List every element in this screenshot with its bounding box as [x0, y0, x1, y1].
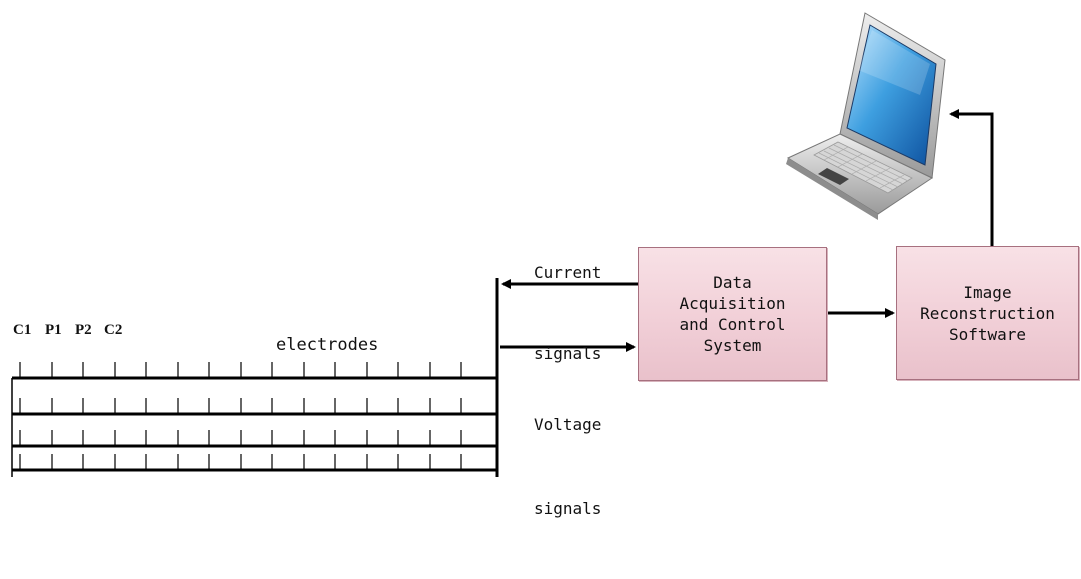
electrodes-label: electrodes: [276, 335, 379, 355]
daq-box-line-3: and Control: [679, 315, 786, 334]
reconstruction-box-line-1: Image: [963, 282, 1012, 302]
voltage-signals-line-2: signals: [534, 499, 602, 518]
voltage-signals-label: Voltage signals: [534, 355, 601, 579]
voltage-signals-line-1: Voltage: [534, 415, 602, 434]
reconstruction-box-line-2: Reconstruction: [920, 303, 1055, 323]
electrode-label-c2: C2: [104, 322, 123, 338]
daq-box-line-2: Acquisition: [679, 294, 786, 313]
diagram-lines: [11, 12, 994, 477]
electrode-label-p2: P2: [75, 322, 92, 338]
electrode-label-c1: C1: [13, 322, 32, 338]
reconstruction-to-laptop-arrow: [949, 109, 994, 246]
daq-box-line-1: Data: [713, 273, 752, 292]
reconstruction-box-line-3: Software: [948, 324, 1027, 344]
image-reconstruction-box: Image Reconstruction Software: [896, 246, 1079, 380]
eit-system-diagram: C1 P1 P2 C2 electrodes Current signals V…: [11, 12, 1079, 518]
electrode-ticks: [19, 362, 462, 470]
daq-box-line-4: System: [703, 336, 762, 355]
electrode-strips: [11, 362, 497, 477]
data-acquisition-box: Data Acquisition and Control System: [638, 247, 827, 381]
current-signals-label: Current signals: [534, 205, 601, 421]
current-signals-line-2: signals: [534, 344, 602, 363]
laptop-icon: [786, 12, 946, 220]
electrode-label-p1: P1: [45, 322, 62, 338]
current-signals-line-1: Current: [534, 263, 602, 282]
